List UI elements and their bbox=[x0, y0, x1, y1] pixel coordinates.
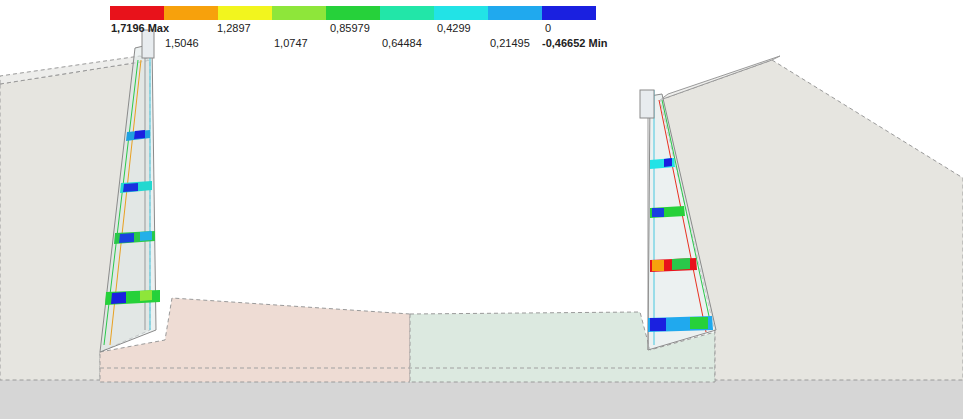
scale-value: 1,7196 Max bbox=[111, 22, 169, 35]
scale-value: 0 bbox=[545, 22, 551, 35]
scale-value: 0,64484 bbox=[382, 37, 422, 50]
scale-value: -0,46652 Min bbox=[542, 37, 607, 50]
scale-value: 1,2897 bbox=[217, 22, 251, 35]
color-bar bbox=[110, 6, 596, 20]
right-wall bbox=[640, 90, 716, 350]
left-wall bbox=[100, 30, 160, 352]
scale-value: 0,21495 bbox=[490, 37, 530, 50]
scale-value: 1,0747 bbox=[274, 37, 308, 50]
scale-value: 1,5046 bbox=[165, 37, 199, 50]
scale-value: 0,85979 bbox=[330, 22, 370, 35]
scale-value: 0,4299 bbox=[437, 22, 471, 35]
